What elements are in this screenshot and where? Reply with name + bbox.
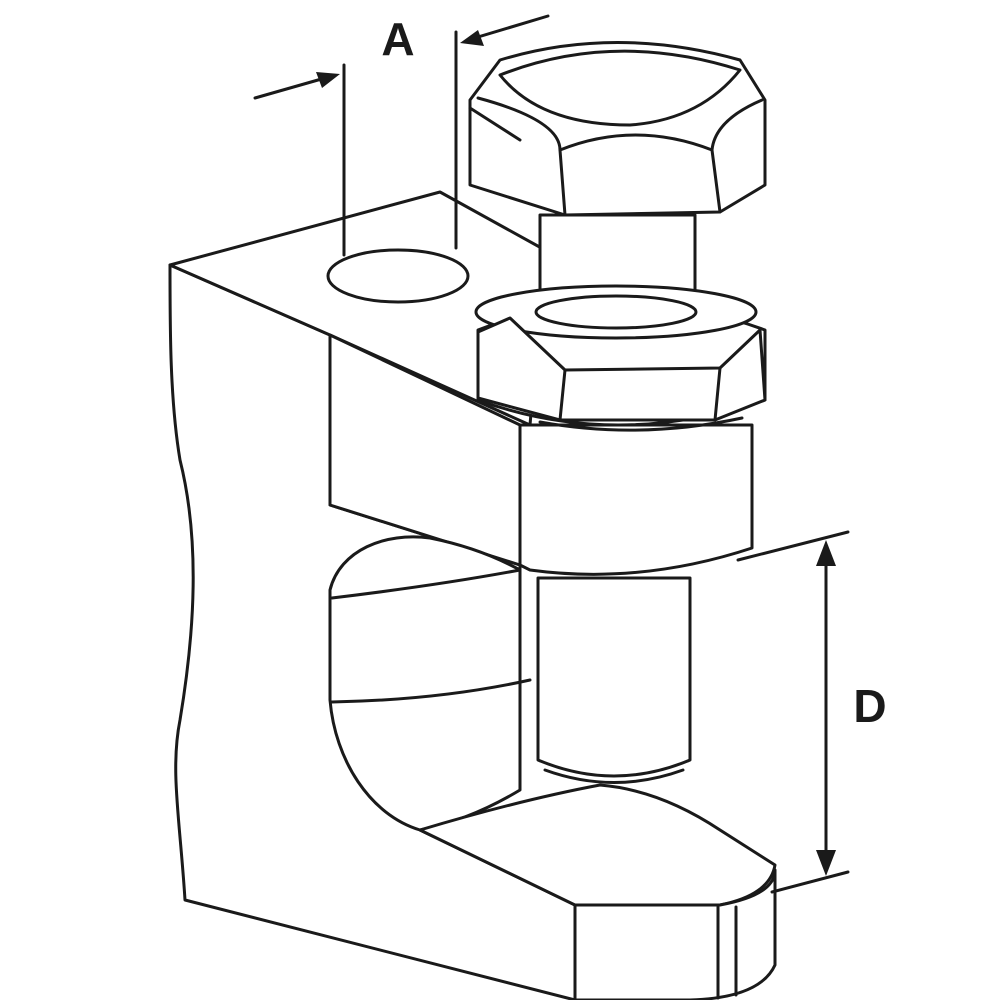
dim-d-arrow-bottom [816, 850, 836, 876]
nut-lower-rim [538, 416, 744, 432]
screw-lower-shank [536, 576, 692, 778]
bolt-head-flat-arc [558, 133, 714, 152]
dim-d-label: D [853, 680, 886, 732]
clamp-boss [518, 423, 754, 576]
bolt-head-chamfer [476, 96, 567, 217]
bolt-head-corner-left [468, 106, 522, 142]
dim-d-extension-bottom [770, 870, 850, 894]
throat-band-upper [330, 568, 522, 600]
dim-a-label: A [381, 13, 414, 65]
clamp-hole [326, 248, 470, 304]
nut-bore [534, 294, 698, 330]
dim-a-leader-right [466, 14, 550, 42]
lower-jaw [418, 783, 777, 1002]
nut-hex-flats [476, 316, 767, 422]
lower-jaw-front [573, 868, 777, 1002]
throat-band-lower [330, 678, 532, 704]
dimension-d: D [736, 530, 887, 894]
throat-inner-surface [328, 535, 522, 832]
dim-a-arrow-right [460, 30, 484, 46]
clamp-throat [328, 535, 532, 832]
screw-tip-edge [543, 768, 685, 784]
lower-jaw-top [418, 783, 777, 907]
nut-flat-edge-1 [558, 368, 567, 422]
nut-flat-edge-2 [713, 366, 722, 422]
bolt-head-top [498, 49, 742, 127]
hex-nut [474, 284, 767, 432]
dim-d-arrow-top [816, 540, 836, 566]
dimension-a: A [253, 13, 550, 257]
bolt-head [468, 41, 767, 217]
dim-a-arrow-left [316, 72, 340, 88]
dim-d-extension-top [736, 530, 850, 562]
